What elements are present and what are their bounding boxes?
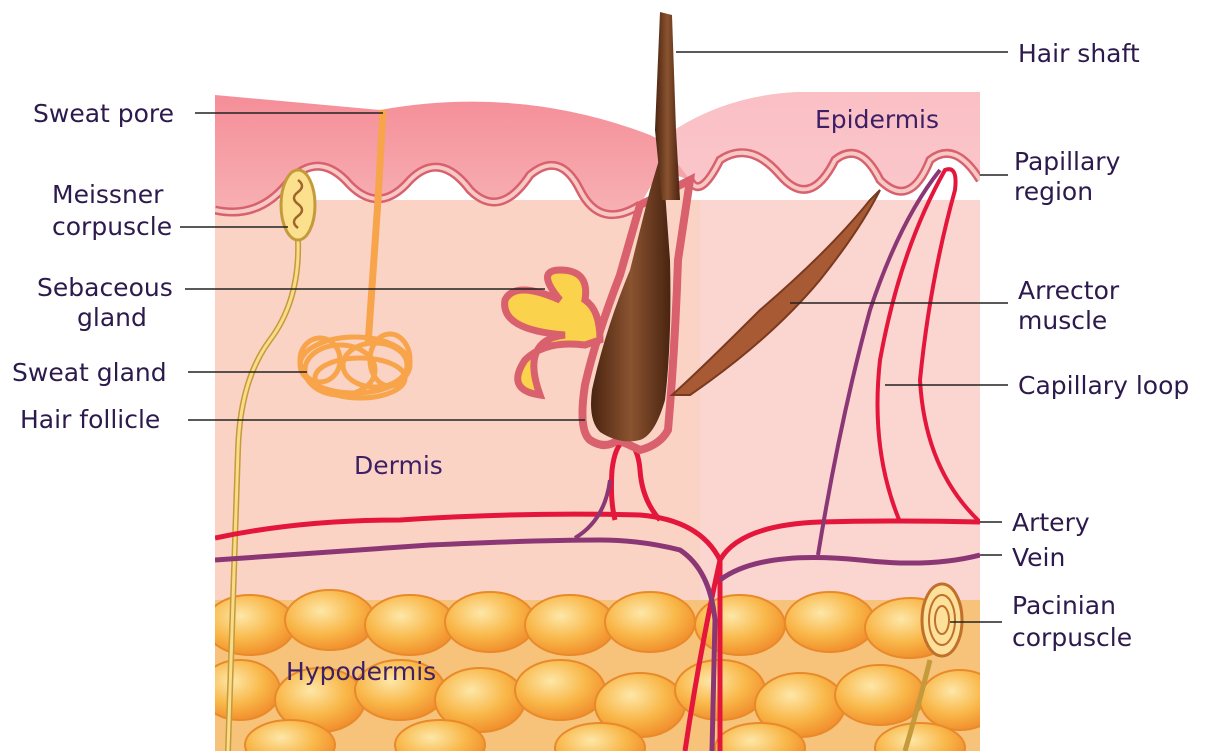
label-arrector-line1: Arrector — [1018, 276, 1120, 305]
label-sebaceous-line2: gland — [77, 303, 147, 332]
label-sweat-gland: Sweat gland — [12, 358, 167, 387]
label-dermis: Dermis — [354, 451, 443, 480]
label-sebaceous-line1: Sebaceous — [37, 273, 173, 302]
label-vein: Vein — [1012, 543, 1065, 572]
label-capillary-loop: Capillary loop — [1018, 371, 1189, 400]
label-papillary-line2: region — [1014, 177, 1093, 206]
label-hair-shaft: Hair shaft — [1018, 39, 1140, 68]
label-meissner-line1: Meissner — [52, 180, 164, 209]
label-pacinian-line1: Pacinian — [1012, 591, 1116, 620]
label-arrector-line2: muscle — [1018, 306, 1107, 335]
label-hypodermis: Hypodermis — [286, 657, 436, 686]
label-artery: Artery — [1012, 508, 1090, 537]
label-sweat-pore: Sweat pore — [33, 99, 174, 128]
label-meissner-line2: corpuscle — [52, 212, 172, 241]
label-epidermis: Epidermis — [815, 105, 939, 134]
label-papillary-line1: Papillary — [1014, 147, 1121, 176]
tissue-block — [200, 92, 1000, 751]
label-pacinian-line2: corpuscle — [1012, 623, 1132, 652]
label-hair-follicle: Hair follicle — [20, 405, 160, 434]
